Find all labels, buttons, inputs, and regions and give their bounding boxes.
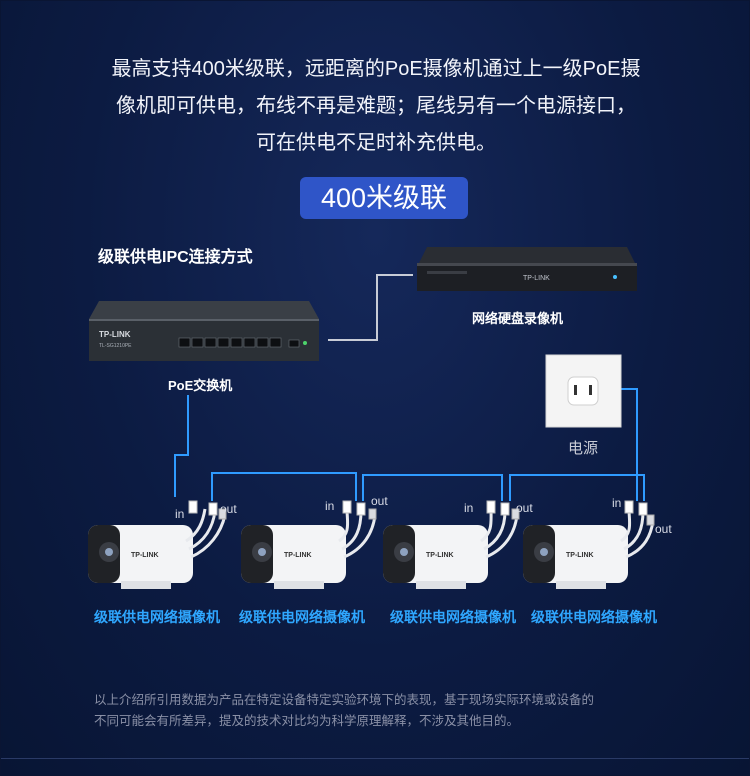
camera-3: TP-LINK	[383, 500, 520, 589]
camera-2: TP-LINK	[241, 500, 377, 589]
poe-switch-device: TP-LINK TL-SG1210PE	[89, 301, 319, 361]
cascade-distance-badge: 400米级联	[300, 177, 468, 219]
camera-4-in-label: in	[612, 496, 622, 510]
switch-to-camera1-cable	[174, 395, 189, 497]
power-to-camera4-cable	[620, 388, 638, 501]
switch-brand-text: TP-LINK	[99, 330, 131, 339]
camera-3-label: 级联供电网络摄像机	[390, 609, 516, 625]
camera-2-in-label: in	[325, 499, 335, 513]
camera-1-label: 级联供电网络摄像机	[94, 609, 220, 625]
power-socket-device	[545, 354, 622, 428]
camera-4-out-label: out	[655, 522, 672, 536]
switch-nvr-cable	[328, 274, 413, 341]
switch-ports	[178, 337, 300, 348]
section-title: 级联供电IPC连接方式	[98, 249, 253, 266]
footnote-line-1: 以上介绍所引用数据为产品在特定设备特定实验环境下的表现，基于现场实际环境或设备的	[94, 693, 595, 707]
intro-line-1: 最高支持400米级联，远距离的PoE摄像机通过上一级PoE摄	[111, 58, 641, 80]
switch-model-text: TL-SG1210PE	[99, 343, 132, 349]
camera3-to-camera4-cable	[509, 474, 645, 501]
camera-4: TP-LINK	[523, 500, 655, 589]
camera-3-brand-text: TP-LINK	[426, 552, 454, 559]
camera-1-out-label: out	[220, 502, 237, 516]
camera-2-out-label: out	[371, 494, 388, 508]
nvr-brand-text: TP-LINK	[523, 275, 550, 282]
camera-3-in-label: in	[464, 501, 474, 515]
footnote-line-2: 不同可能会有所差异，提及的技术对比均为科学原理解释，不涉及其他目的。	[94, 714, 520, 728]
camera-1: TP-LINK	[88, 500, 227, 589]
camera-4-label: 级联供电网络摄像机	[531, 609, 657, 625]
camera1-to-camera2-cable	[211, 472, 357, 501]
intro-line-2: 像机即可供电，布线不再是难题；尾线另有一个电源接口，	[116, 95, 636, 117]
switch-label: PoE交换机	[168, 378, 233, 393]
camera-2-brand-text: TP-LINK	[284, 552, 312, 559]
nvr-device: TP-LINK	[417, 247, 637, 291]
power-label: 电源	[568, 440, 599, 457]
camera-3-out-label: out	[516, 501, 533, 515]
footnote: 以上介绍所引用数据为产品在特定设备特定实验环境下的表现，基于现场实际环境或设备的…	[94, 690, 694, 732]
bottom-divider	[1, 758, 749, 759]
camera2-to-camera3-cable	[362, 474, 503, 501]
cascade-cables	[174, 388, 645, 501]
intro-line-3: 可在供电不足时补充供电。	[256, 132, 496, 154]
intro-text: 最高支持400米级联，远距离的PoE摄像机通过上一级PoE摄 像机即可供电，布线…	[41, 51, 711, 162]
camera-2-label: 级联供电网络摄像机	[239, 609, 365, 625]
camera-1-brand-text: TP-LINK	[131, 552, 159, 559]
camera-1-in-label: in	[175, 507, 185, 521]
camera-4-brand-text: TP-LINK	[566, 552, 594, 559]
nvr-label: 网络硬盘录像机	[472, 311, 564, 326]
